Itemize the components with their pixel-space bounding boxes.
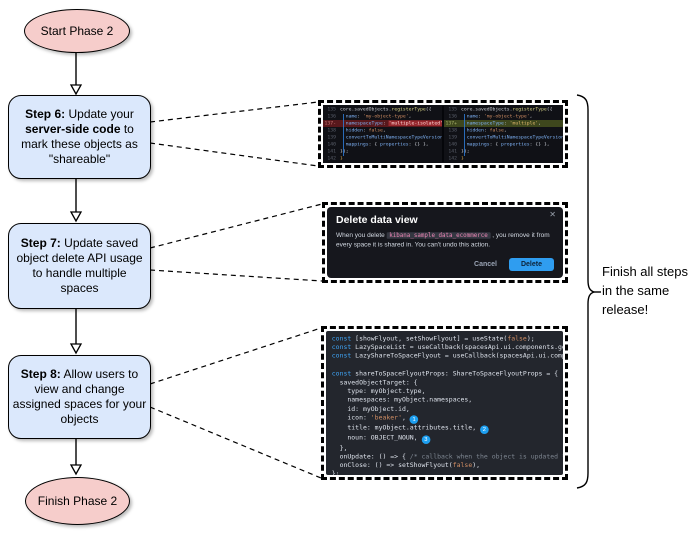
magnifier-connectors [149,101,323,479]
step8-label: Step 8: Allow users to view and change a… [12,367,147,426]
flow-arrowheads [69,84,83,476]
code-block: const [showFlyout, setShowFlyout] = useS… [331,335,563,475]
flyout-code-panel: const [showFlyout, setShowFlyout] = useS… [321,326,568,480]
step6-label: Step 6: Update your server-side code to … [21,107,138,166]
step8-node: Step 8: Allow users to view and change a… [8,355,151,439]
brace-label-line: Finish all steps [602,264,688,279]
brace-label-line: release! [602,302,649,317]
curly-brace [576,94,601,489]
finish-node: Finish Phase 2 [25,477,130,525]
delete-dialog-panel: ✕ Delete data view When you delete kiban… [322,202,568,283]
delete-data-view-dialog: ✕ Delete data view When you delete kiban… [327,207,563,278]
diff-divider [442,106,444,162]
indent-guide [343,114,344,156]
cancel-button[interactable]: Cancel [474,261,497,268]
brace-label-line: in the same [602,283,670,298]
step6-node: Step 6: Update your server-side code to … [8,95,151,179]
delete-button[interactable]: Delete [508,258,554,271]
dialog-title: Delete data view [336,214,418,226]
indent-guide [464,114,465,156]
code-screenshot: const [showFlyout, setShowFlyout] = useS… [326,331,563,475]
finish-label: Finish Phase 2 [37,494,118,508]
close-icon[interactable]: ✕ [549,210,556,219]
start-label: Start Phase 2 [40,24,114,38]
dialog-body: When you delete kibana_sample_data_ecomm… [336,231,550,249]
start-node: Start Phase 2 [24,9,130,53]
step7-label: Step 7: Update saved object delete API u… [16,236,143,295]
step7-node: Step 7: Update saved object delete API u… [8,223,151,309]
brace-label: Finish all steps in the same release! [602,262,688,319]
